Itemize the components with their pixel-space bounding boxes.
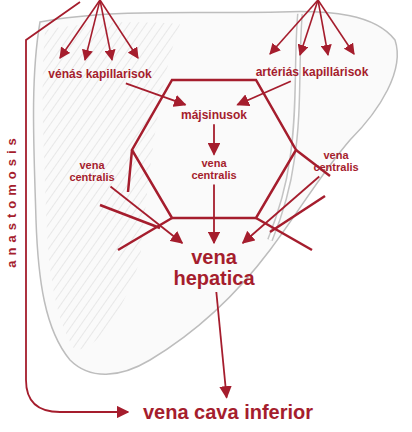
supply-arrows <box>60 0 354 60</box>
central-vein-label: vena centralis <box>182 157 246 182</box>
node-text: vena centralis <box>62 160 122 183</box>
hepatic-vein-label: vena hepatica <box>166 246 262 290</box>
node-text: vena hepatica <box>168 247 260 289</box>
flow-arrow <box>243 177 319 243</box>
flow-arrow <box>213 185 215 243</box>
node-text: artériás kapillárisok <box>256 66 369 79</box>
flow-arrow <box>237 81 290 104</box>
capillary-label: vénás kapillarisok <box>46 67 153 82</box>
lobule-septa <box>100 150 330 250</box>
flow-arrow <box>126 83 186 104</box>
flow-arrow <box>216 292 226 398</box>
node-text: vena centralis <box>306 150 366 173</box>
anastomosis-label: anastomosis <box>4 131 19 269</box>
anastomosis-line <box>26 2 128 412</box>
liver-outline <box>34 12 398 375</box>
flow-arrow <box>110 187 182 243</box>
central-vein-label: vena centralis <box>60 159 124 184</box>
central-vein-label: vena centralis <box>304 149 368 174</box>
node-text: vénás kapillarisok <box>48 68 151 81</box>
node-text: vena centralis <box>184 158 244 181</box>
node-text: vena cava inferior <box>143 402 313 423</box>
sinusoid-label: májsinusok <box>179 108 249 123</box>
flow-arrow <box>213 124 215 154</box>
capillary-label: artériás kapillárisok <box>254 65 371 80</box>
node-text: májsinusok <box>181 109 247 122</box>
vena-cava-label: vena cava inferior <box>141 401 315 424</box>
